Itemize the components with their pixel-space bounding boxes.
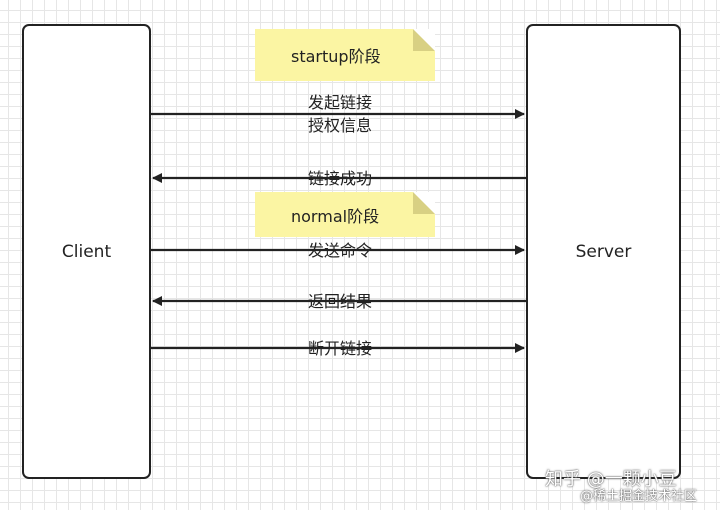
message-label-return: 返回结果 [240, 290, 440, 313]
watermark-juejin: @稀土掘金技术社区 [580, 489, 698, 504]
message-label-disconnect: 断开链接 [240, 337, 440, 360]
message-line: 断开链接 [307, 339, 372, 358]
note-fold-corner [413, 192, 435, 214]
client-label: Client [61, 241, 112, 262]
startup-phase-note: startup阶段 [255, 29, 435, 81]
client-node: Client [22, 24, 151, 479]
watermark-zhihu: 知乎 @一颗小豆 [545, 469, 677, 490]
message-line: 发起链接 [307, 93, 372, 112]
startup-phase-label: startup阶段 [291, 47, 381, 66]
server-label: Server [575, 241, 632, 262]
normal-phase-note: normal阶段 [255, 192, 435, 237]
message-label-connect: 发起链接 授权信息 [240, 91, 440, 137]
message-label-success: 链接成功 [240, 167, 440, 190]
message-line: 链接成功 [307, 169, 372, 188]
normal-phase-label: normal阶段 [291, 206, 380, 226]
server-node: Server [526, 24, 681, 479]
message-label-send: 发送命令 [240, 239, 440, 262]
note-fold-corner [413, 29, 435, 51]
message-line: 授权信息 [307, 116, 372, 135]
message-line: 返回结果 [307, 292, 372, 311]
message-line: 发送命令 [307, 241, 372, 260]
